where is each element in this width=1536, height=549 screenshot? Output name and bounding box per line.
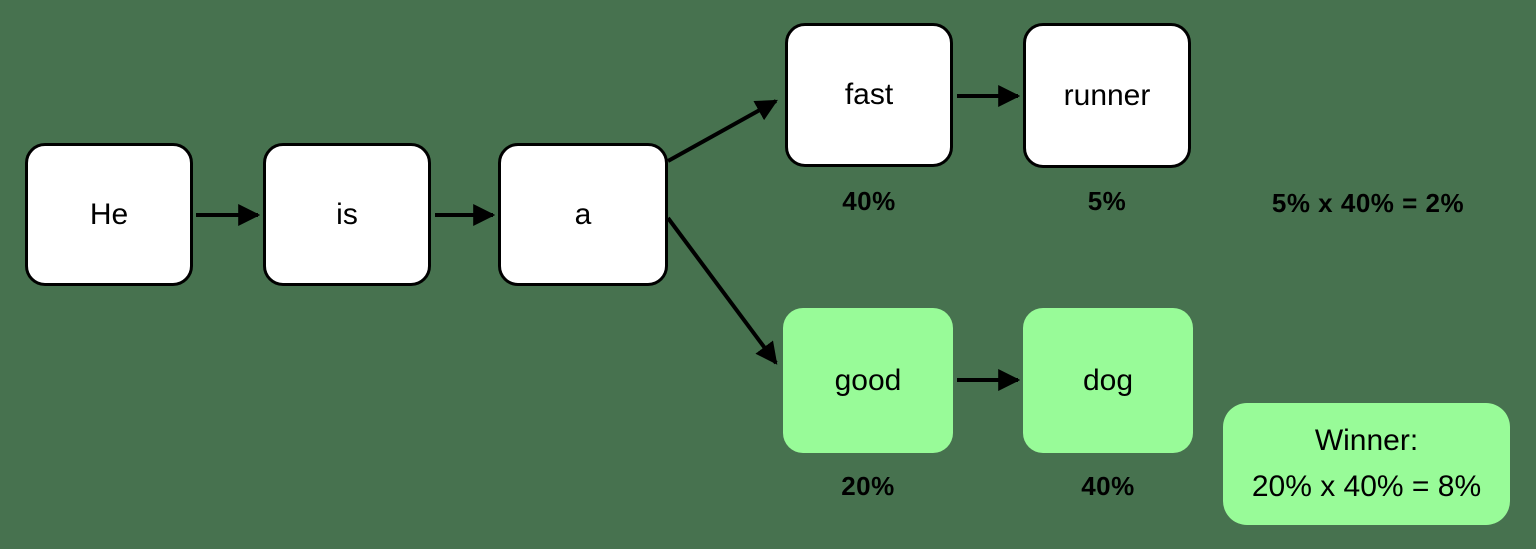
node-fast: fast (785, 23, 953, 167)
node-dog-label: dog (1082, 363, 1134, 397)
node-is: is (263, 143, 431, 286)
arrow-a-to-fast (667, 99, 778, 163)
node-fast-label: fast (844, 78, 894, 111)
node-good-highlighted: good (783, 308, 953, 453)
pruned-path-equation: 5% x 40% = 2% (1271, 188, 1465, 218)
node-runner-label: runner (1063, 78, 1151, 112)
node-a: a (498, 143, 668, 286)
node-he-label: He (89, 197, 129, 231)
node-good-label: good (834, 363, 902, 397)
node-a-label: a (574, 197, 592, 231)
arrow-a-to-good (666, 216, 778, 365)
probability-label-dog: 40% (1081, 471, 1135, 501)
winner-title: Winner: (1314, 424, 1419, 457)
node-is-label: is (336, 197, 358, 231)
node-dog-highlighted: dog (1023, 308, 1193, 453)
probability-label-fast: 40% (842, 186, 896, 216)
winner-equation: 20% x 40% = 8% (1251, 470, 1482, 503)
node-he: He (25, 143, 193, 286)
probability-label-runner: 5% (1087, 186, 1127, 216)
winner-box: Winner: 20% x 40% = 8% (1223, 403, 1510, 525)
node-runner: runner (1023, 23, 1191, 168)
probability-label-good: 20% (841, 471, 895, 501)
